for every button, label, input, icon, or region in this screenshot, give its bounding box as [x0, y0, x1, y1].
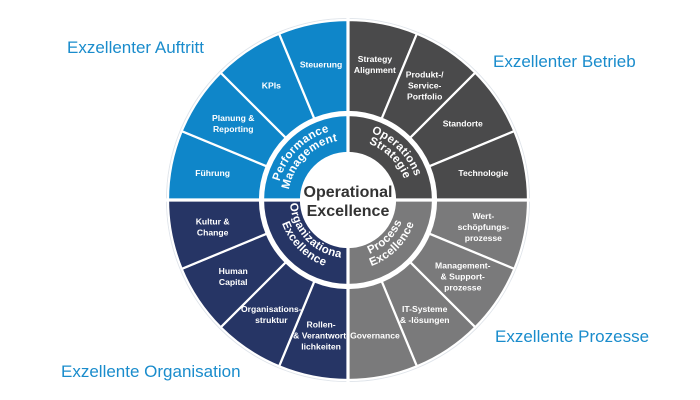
segment-label-line: Planung &: [212, 113, 255, 123]
segment-label-line: Standorte: [443, 118, 483, 128]
segment-label-line: Führung: [195, 168, 230, 178]
segment-label-line: Management-: [435, 261, 491, 271]
segment-label-line: & Verantwort-: [293, 330, 349, 340]
segment-label-line: prozesse: [465, 233, 502, 243]
segment-label-line: Wert-: [472, 211, 494, 221]
segment-label-line: KPIs: [262, 80, 281, 90]
segment-label-operations-strategie-3: Technologie: [458, 168, 508, 178]
segment-label-organizational-excellence-3: Kultur &Change: [196, 216, 230, 237]
ring-divider: [260, 112, 436, 288]
center-title-line1: Operational: [304, 184, 393, 201]
segment-label-line: & -lösungen: [400, 315, 450, 325]
ring-performance-management: [261, 113, 350, 202]
segment-label-line: schöpfungs-: [458, 222, 510, 232]
segment-label-line: lichkeiten: [301, 341, 341, 351]
segment-label-organizational-excellence-0: Rollen-& Verantwort-lichkeiten: [293, 319, 349, 351]
segment-label-line: Human: [219, 266, 248, 276]
segment-label-line: Capital: [219, 277, 248, 287]
segment-label-line: Technologie: [458, 168, 508, 178]
label-exzellente-prozesse: Exzellente Prozesse: [495, 327, 650, 346]
center-disk: Operational Excellence: [303, 155, 393, 245]
segment-label-line: Kultur &: [196, 216, 230, 226]
segment-label-line: Steuerung: [300, 60, 343, 70]
segment-label-performance-management-2: KPIs: [262, 80, 281, 90]
segment-label-operations-strategie-2: Standorte: [443, 118, 483, 128]
ring-operations-strategie: [346, 113, 435, 202]
segment-label-line: Service-: [408, 80, 442, 90]
label-exzellenter-auftritt: Exzellenter Auftritt: [67, 38, 205, 57]
segment-label-line: Alignment: [354, 65, 396, 75]
segment-label-line: Produkt-/: [406, 69, 444, 79]
segment-label-line: IT-Systeme: [402, 304, 448, 314]
segment-label-line: Reporting: [213, 124, 254, 134]
segment-label-operations-strategie-1: Produkt-/Service-Portfolio: [406, 69, 444, 101]
segment-label-line: Portfolio: [407, 91, 442, 101]
segment-label-line: Rollen-: [307, 319, 336, 329]
segment-label-line: & Support-: [441, 272, 486, 282]
segment-label-process-excellence-3: Governance: [350, 330, 400, 340]
segment-label-line: struktur: [255, 315, 288, 325]
segment-label-line: prozesse: [444, 283, 481, 293]
segment-label-performance-management-1: Planung &Reporting: [212, 113, 255, 134]
segment-label-performance-management-3: Steuerung: [300, 60, 343, 70]
segment-label-organizational-excellence-1: Organisations-struktur: [241, 304, 302, 325]
ring-process-excellence: [346, 198, 435, 287]
segment-label-process-excellence-1: Management-& Support-prozesse: [435, 261, 491, 293]
segment-label-line: Organisations-: [241, 304, 302, 314]
segment-label-performance-management-0: Führung: [195, 168, 230, 178]
segment-label-process-excellence-0: Wert-schöpfungs-prozesse: [458, 211, 510, 243]
center-title-line2: Excellence: [307, 203, 390, 220]
segment-label-line: Strategy: [358, 54, 393, 64]
segment-label-line: Governance: [350, 330, 400, 340]
label-exzellenter-betrieb: Exzellenter Betrieb: [493, 52, 636, 71]
segment-label-line: Change: [197, 227, 229, 237]
segment-label-process-excellence-2: IT-Systeme& -lösungen: [400, 304, 450, 325]
ring-organizational-excellence: [261, 198, 350, 287]
label-exzellente-organisation: Exzellente Organisation: [61, 362, 241, 381]
center-circle: [303, 155, 393, 245]
